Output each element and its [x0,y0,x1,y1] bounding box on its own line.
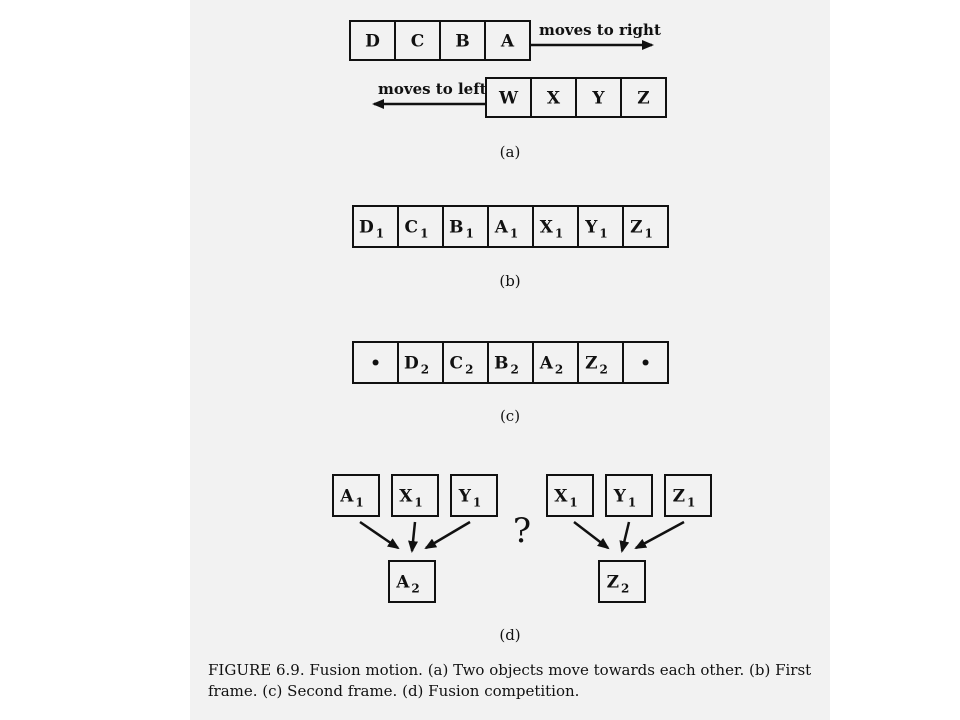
paper-page [190,0,830,720]
d-left-arrow-3 [424,520,471,550]
cell-y: Y [575,77,622,118]
moves-left-label: moves to left [378,80,487,98]
c-cell-dot-6-box [622,341,669,384]
d-left-source-a1-box [332,474,380,517]
cell-y-text: Y [591,89,605,109]
cell-c-text: C [411,32,425,52]
cell-x-text: X [547,89,561,109]
cell-d-text: D [365,32,380,52]
cell-w: W [485,77,532,118]
d-left-source-x1-box [391,474,439,517]
left-moving-object: W X Y Z [485,77,667,118]
d-right-arrow-1 [573,521,610,550]
d-left-target-a2-box [388,560,436,603]
moves-right-label: moves to right [539,21,661,39]
d-left-arrow-2 [408,521,419,553]
cell-b-text: B [455,32,469,52]
d-right-arrow-2 [619,521,631,553]
cell-w-text: W [498,89,519,109]
d-right-source-y1-box [605,474,653,517]
cell-z-text: Z [637,89,649,109]
panel-c-caption: (c) [500,407,520,425]
cell-z-box [620,77,667,118]
cell-z: Z [620,77,667,118]
d-right-target-z2-box [598,560,646,603]
d-right-source-x1-box [546,474,594,517]
question-mark: ? [513,511,531,551]
cell-d: D [349,20,396,61]
cell-a: A [484,20,531,61]
panel-a: D C B A moves to right W X Y Z moves to left (… [349,20,667,161]
d-right-arrow-3 [634,520,685,550]
c-cell-dot-0: • [352,341,399,384]
c-cell-dot-0-text: • [370,354,381,374]
d-left-arrow-1 [359,520,400,550]
c-cell-dot-6: • [622,341,669,384]
c-cell-dot-6-text: • [640,354,651,374]
figure-caption: FIGURE 6.9. Fusion motion. (a) Two objec… [208,661,812,700]
panel-d-caption: (d) [499,626,520,644]
cell-c: C [394,20,441,61]
panel-b-caption: (b) [499,272,520,290]
d-right-source-z1-box [664,474,712,517]
cell-a-box [484,20,531,61]
b-cell-z1-box [622,205,669,248]
panel-a-caption: (a) [500,143,521,161]
cell-x: X [530,77,577,118]
cell-b: B [439,20,486,61]
cell-a-text: A [500,32,515,52]
d-left-source-y1-box [450,474,498,517]
